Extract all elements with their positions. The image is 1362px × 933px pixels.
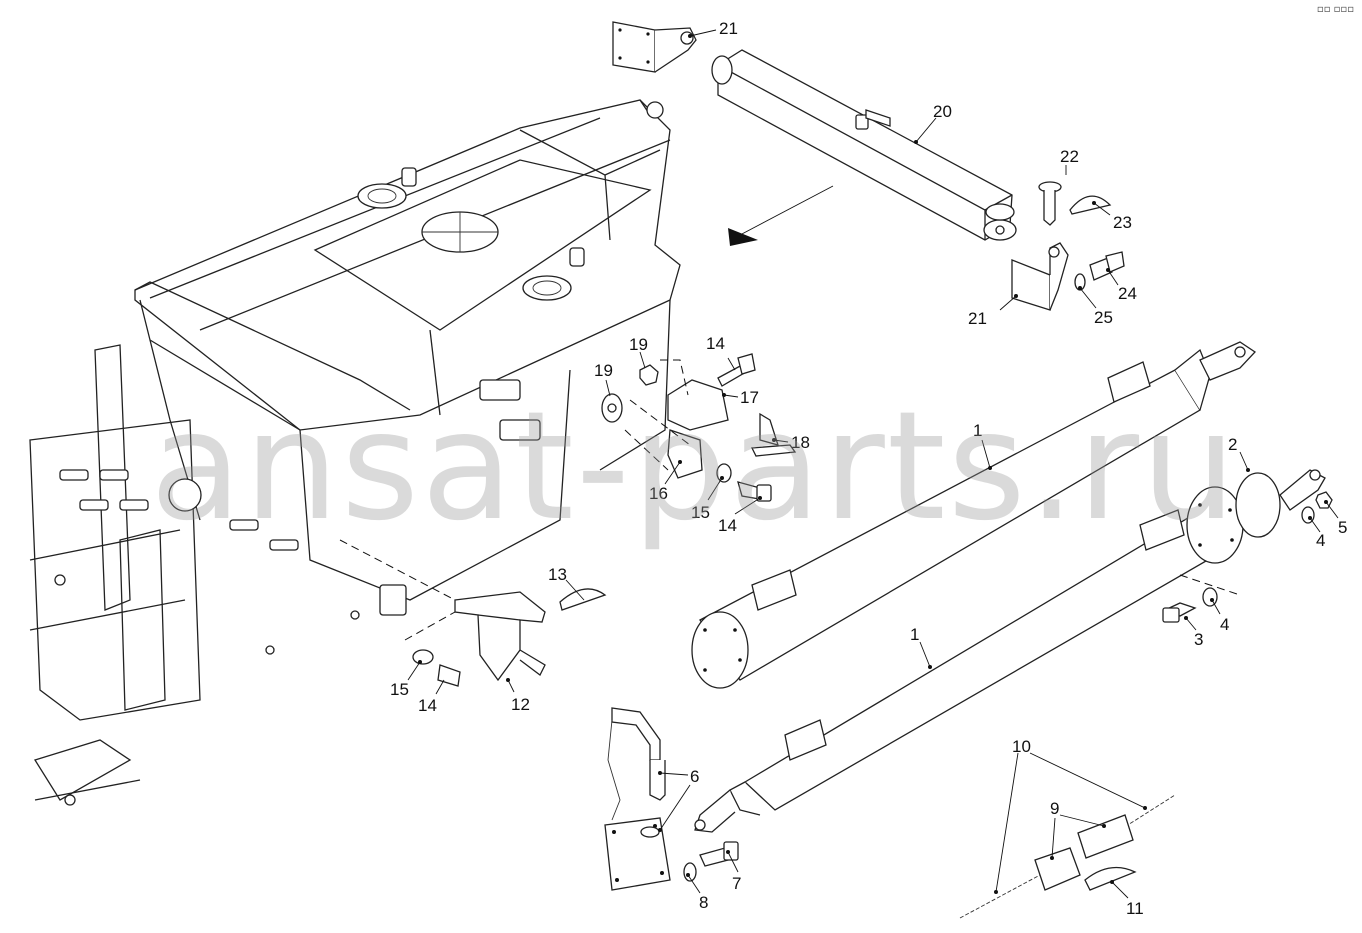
callout-4-lower: 4 <box>1220 615 1229 634</box>
callout-22: 22 <box>1060 147 1079 166</box>
washer-15 <box>412 649 434 665</box>
callout-13: 13 <box>548 565 567 584</box>
callout-23: 23 <box>1113 213 1132 232</box>
callout-14-lower: 14 <box>418 696 437 715</box>
callout-14-mid: 14 <box>718 516 737 535</box>
callout-25: 25 <box>1094 308 1113 327</box>
clip-23 <box>1069 195 1112 215</box>
beam-20 <box>711 49 1017 241</box>
callout-8: 8 <box>699 893 708 912</box>
callout-2: 2 <box>1228 435 1237 454</box>
callout-5: 5 <box>1338 518 1347 537</box>
callout-6: 6 <box>690 767 699 786</box>
callout-9: 9 <box>1050 799 1059 818</box>
bolt-3 <box>1162 602 1197 623</box>
bracket-21-lower <box>1011 242 1069 311</box>
bolt-14 <box>437 664 461 687</box>
callout-18: 18 <box>791 433 810 452</box>
bracket-21-top <box>612 21 697 73</box>
callout-12: 12 <box>511 695 530 714</box>
callout-21-lower: 21 <box>968 309 987 328</box>
tow-bar-upper <box>691 341 1256 689</box>
callout-21-top: 21 <box>719 19 738 38</box>
safety-chain-9-10-11 <box>959 794 1176 919</box>
callout-1-lower: 1 <box>910 625 919 644</box>
tow-bar-lower <box>694 486 1244 833</box>
bolt-24 <box>1089 251 1125 281</box>
callout-17: 17 <box>740 388 759 407</box>
clip-13 <box>559 588 607 611</box>
bolt-7-washer-8 <box>683 841 739 882</box>
plate-and-pin-6 <box>604 707 671 891</box>
callout-4-right: 4 <box>1316 531 1325 550</box>
callout-7: 7 <box>732 874 741 893</box>
callout-11: 11 <box>1126 899 1144 918</box>
leader-lines <box>407 29 1339 899</box>
callout-15-lower: 15 <box>390 680 409 699</box>
tow-eye-2 <box>1279 469 1326 511</box>
callout-16: 16 <box>649 484 668 503</box>
callout-15-upper: 15 <box>691 503 710 522</box>
bracket-12 <box>454 591 546 682</box>
callout-14-upper: 14 <box>706 334 725 353</box>
callout-20: 20 <box>933 102 952 121</box>
callout-19-lower: 19 <box>594 361 613 380</box>
hardware-14-19 <box>601 353 797 502</box>
pin-22 <box>1038 181 1062 226</box>
corner-mark: ▫▫ ▫▫▫ <box>1316 4 1354 15</box>
callout-labels: 21 20 22 23 24 21 25 19 14 19 17 18 16 1… <box>390 19 1347 918</box>
callout-19-upper: 19 <box>629 335 648 354</box>
machine-frame <box>29 99 681 806</box>
callout-10: 10 <box>1012 737 1031 756</box>
direction-arrow <box>728 228 758 246</box>
callout-1-upper: 1 <box>973 421 982 440</box>
flange-2 <box>1235 472 1281 538</box>
callout-24: 24 <box>1118 284 1137 303</box>
callout-3: 3 <box>1194 630 1203 649</box>
